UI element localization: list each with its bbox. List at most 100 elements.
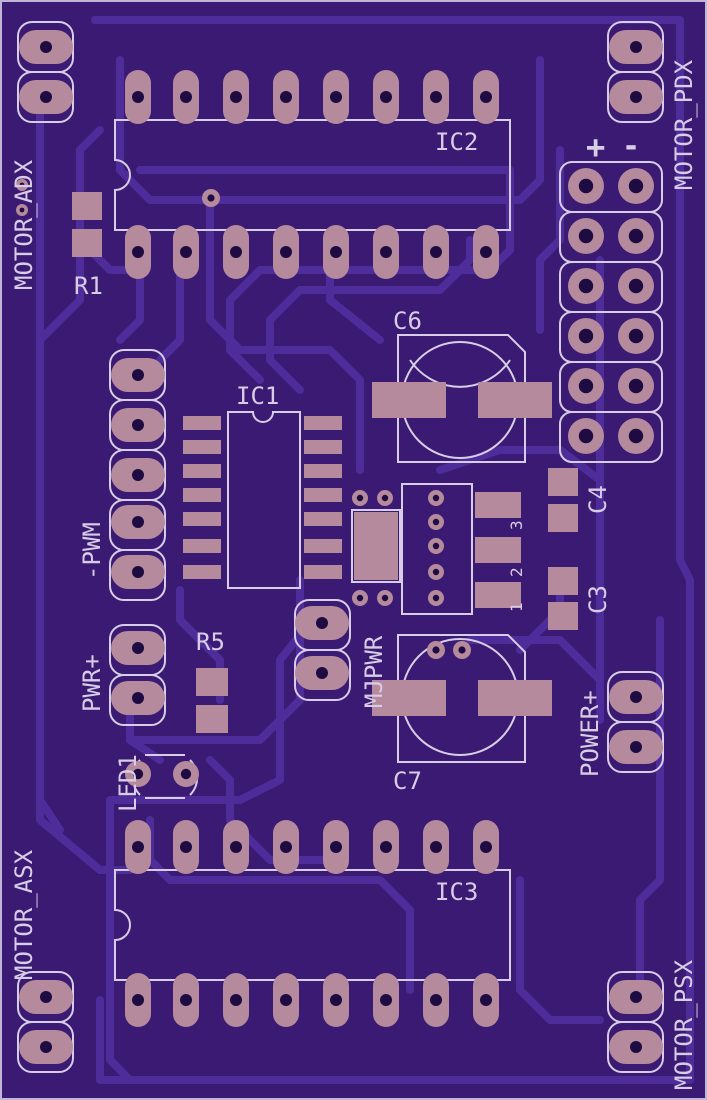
mjpwr-pad-hole <box>316 667 328 679</box>
regulator-outline <box>401 483 473 615</box>
ic1-smd-pad <box>304 565 342 579</box>
header-pad-hole <box>578 328 594 344</box>
regulator-pad <box>475 537 521 563</box>
ic1-smd-pad <box>183 565 221 579</box>
c7-pad <box>478 680 552 716</box>
c7-pad <box>372 680 446 716</box>
motor-asx-pad-hole <box>40 1041 52 1053</box>
ic1-smd-pad <box>304 464 342 478</box>
c6-pad <box>478 382 552 418</box>
ic2-pad-hole <box>480 91 492 103</box>
c6-pad <box>372 382 446 418</box>
via-hole <box>432 646 440 654</box>
ic3-pad-hole <box>132 994 144 1006</box>
mjpwr-label: MJPWR <box>360 635 388 708</box>
regulator-via-hole <box>432 542 440 550</box>
c4-label: C4 <box>584 485 612 514</box>
motor-adx-pad-hole <box>40 41 52 53</box>
led1-pad-hole <box>180 768 192 780</box>
r5-pad <box>196 705 228 733</box>
via-hole <box>19 182 25 188</box>
ic1-smd-pad <box>183 464 221 478</box>
c3-pad <box>548 567 578 595</box>
ic3-pad-hole <box>180 994 192 1006</box>
ic3-pad-hole <box>330 994 342 1006</box>
ic1-smd-pad <box>183 416 221 430</box>
motor-psx-pad-hole <box>630 1041 642 1053</box>
ic3-pad-hole <box>230 994 242 1006</box>
ic3-pad-hole <box>430 841 442 853</box>
plus-label: + <box>586 128 605 166</box>
pwm-header-pad-hole <box>132 516 144 528</box>
c3-pad <box>548 602 578 630</box>
pin2-label: 2 <box>507 567 526 577</box>
header-pad-hole <box>628 178 644 194</box>
pwr-header-pad-hole <box>132 642 144 654</box>
power-label: POWER+ <box>576 690 604 777</box>
r1-label: R1 <box>74 272 103 300</box>
via-hole <box>381 494 389 502</box>
via-hole <box>356 594 364 602</box>
pwr-header-pad-hole <box>132 692 144 704</box>
ic2-pad-hole <box>230 91 242 103</box>
ic1-smd-pad <box>183 539 221 553</box>
ic3-pad-hole <box>132 841 144 853</box>
ic1-smd-pad <box>304 440 342 454</box>
regulator-via-hole <box>432 594 440 602</box>
c7-label: C7 <box>393 767 422 795</box>
header-outline <box>559 161 663 463</box>
ic3-pad-hole <box>230 841 242 853</box>
r1-pad <box>72 229 102 257</box>
ic2-pad-hole <box>330 246 342 258</box>
via-hole <box>458 646 466 654</box>
c4-pad <box>548 504 578 532</box>
ic3-label: IC3 <box>435 878 478 906</box>
header-pad-hole <box>628 228 644 244</box>
ic2-pad-hole <box>132 91 144 103</box>
silkscreen-labels: IC2 IC1 IC3 R1 R5 C6 C7 C4 C3 -PWM PWR+ … <box>10 59 698 1090</box>
motor-asx-pad-hole <box>40 991 52 1003</box>
ic1-label: IC1 <box>236 382 279 410</box>
pin3-label: 3 <box>507 520 526 530</box>
pin1-label: 1 <box>507 602 526 612</box>
pwm-header-pad-hole <box>132 369 144 381</box>
r5-label: R5 <box>196 628 225 656</box>
header-pad-hole <box>628 378 644 394</box>
pwm-header-pad-hole <box>132 419 144 431</box>
ic1-outline <box>227 411 301 589</box>
power-pad-hole <box>630 741 642 753</box>
ic2-pad-hole <box>380 91 392 103</box>
header-pad-hole <box>628 328 644 344</box>
ic2-pad-hole <box>280 91 292 103</box>
ic2-pad-hole <box>230 246 242 258</box>
pwm-header-pad-hole <box>132 469 144 481</box>
header-pad-hole <box>578 178 594 194</box>
header-pad-hole <box>578 428 594 444</box>
regulator-pad <box>475 492 521 518</box>
ic3-outline <box>114 869 511 981</box>
ic2-pad-hole <box>430 246 442 258</box>
regulator-tab <box>354 512 398 580</box>
ic3-pad-hole <box>330 841 342 853</box>
ic1-smd-pad <box>304 539 342 553</box>
ic1-smd-pad <box>304 512 342 526</box>
motor-adx-label: MOTOR_ADX <box>10 159 38 290</box>
via-hole <box>207 194 215 202</box>
ic2-label: IC2 <box>435 128 478 156</box>
motor-pdx-label: MOTOR_PDX <box>670 59 698 190</box>
r5-pad <box>196 668 228 696</box>
regulator-via-hole <box>432 518 440 526</box>
ic3-pad-hole <box>380 841 392 853</box>
motor-adx-pad-hole <box>40 91 52 103</box>
via-hole <box>356 494 364 502</box>
motor-psx-pad-hole <box>630 991 642 1003</box>
c3-label: C3 <box>584 585 612 614</box>
motor-psx-label: MOTOR_PSX <box>670 959 698 1090</box>
ic3-pad-hole <box>430 994 442 1006</box>
header-pad-hole <box>578 278 594 294</box>
ic1-smd-pad <box>183 440 221 454</box>
pwm-label: -PWM <box>78 522 106 580</box>
ic2-pad-hole <box>132 246 144 258</box>
ic2-pad-hole <box>180 246 192 258</box>
